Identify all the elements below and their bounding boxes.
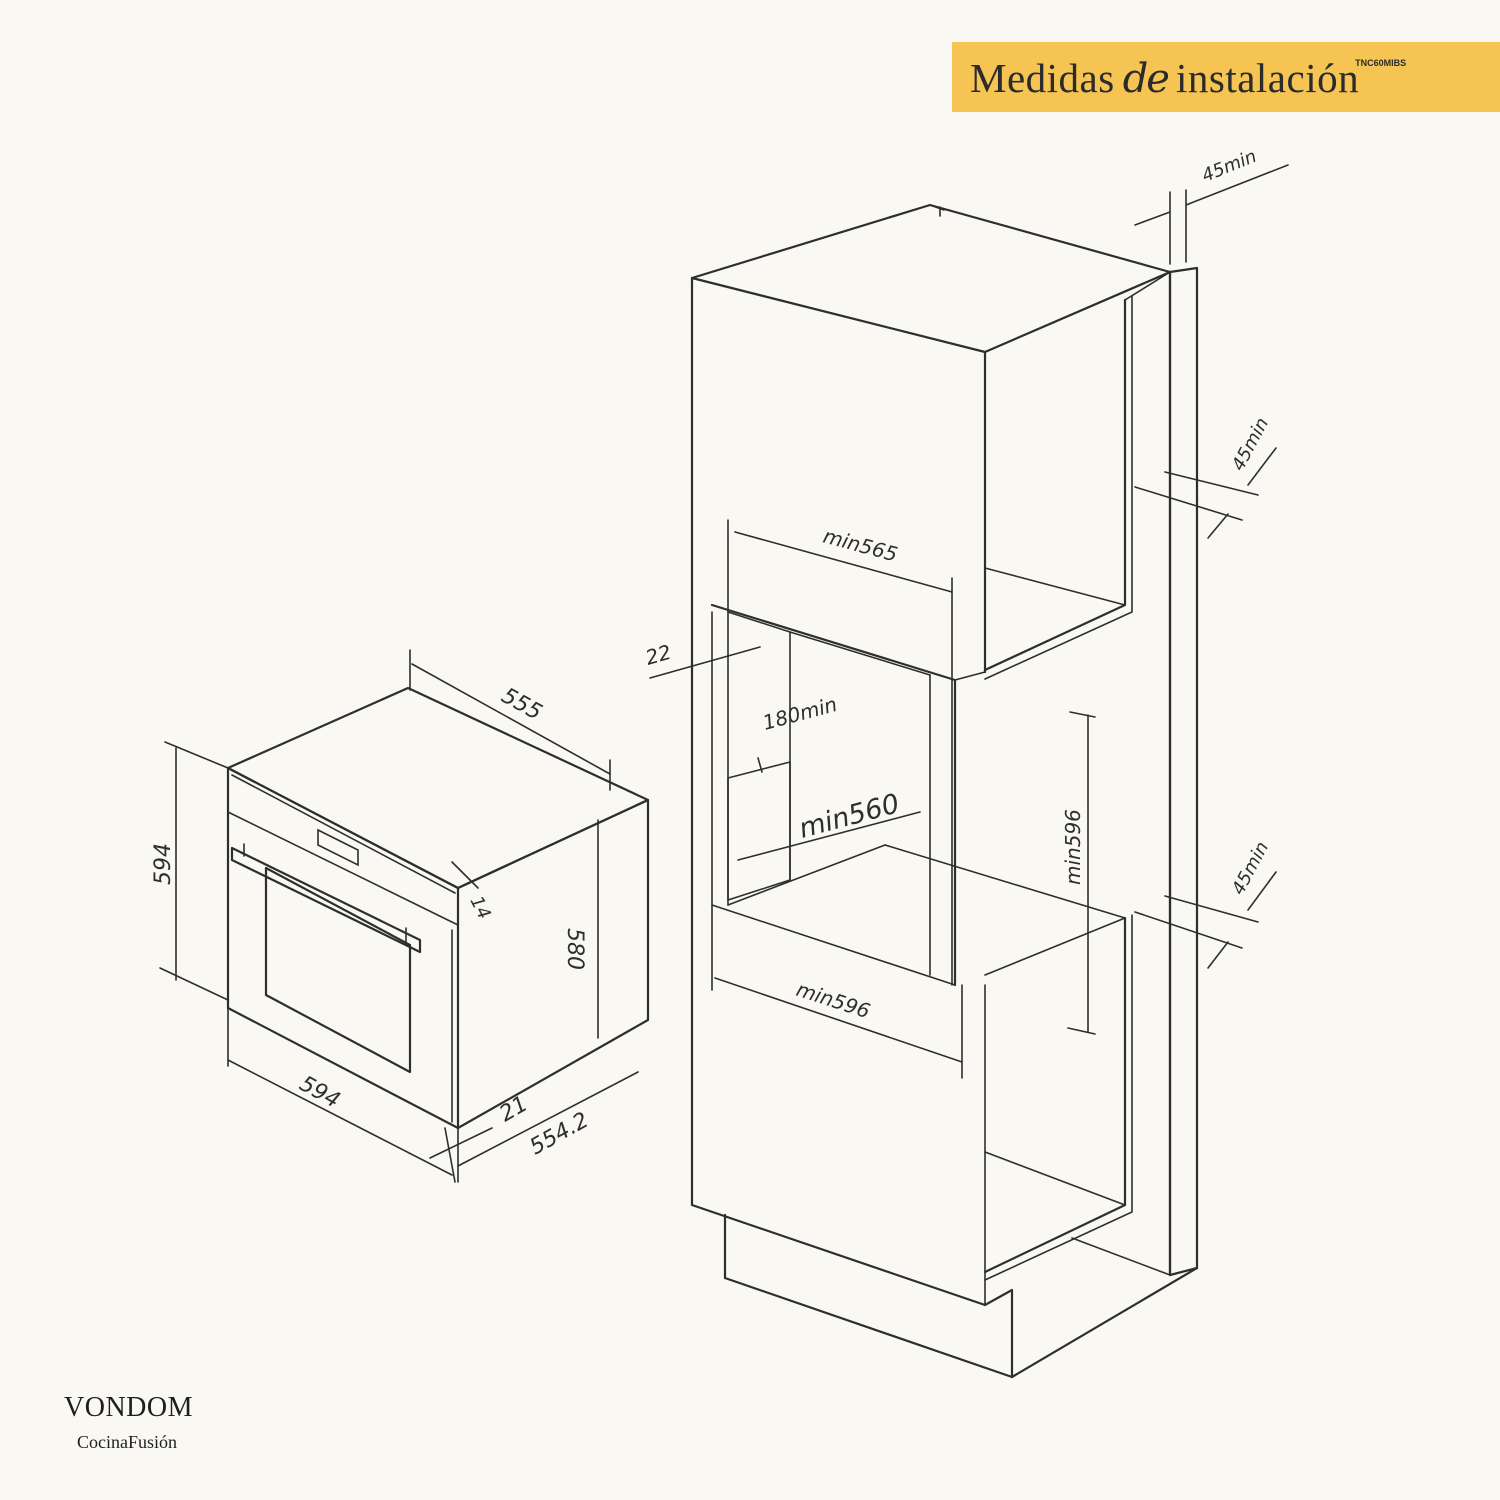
dim-front-gap: 14 [466,893,495,923]
brand-logo: VONDOM CocinaFusión [64,1392,193,1453]
cabinet-top-face [690,203,1172,354]
dim-side-offset: 22 [643,640,674,670]
brand-subtitle: CocinaFusión [77,1432,178,1452]
cabinet-side-panel [1168,266,1199,1277]
oven-display [317,828,359,867]
model-code: TNC60MIBS [1355,58,1407,68]
dim-inner-depth: min560 [796,788,903,844]
oven-top-face [226,686,650,890]
dim-depth-body: 554.2 [526,1108,593,1160]
lower-compartment [983,916,1127,1274]
vent-block [727,760,791,902]
oven-handle [230,846,422,954]
dim-side-gap-lower: 45min [1228,838,1273,898]
dim-side-gap-upper: 45min [1228,414,1273,474]
cabinet-dimension-lines: 45min 45min 45min min565 22 180min min56… [643,146,1289,1079]
title-instalacion: instalación [1175,55,1360,101]
oven-drawing [226,686,650,1130]
title-de: de [1122,56,1170,102]
dim-niche-height: min596 [1061,809,1085,885]
dim-inner-width-top: min565 [821,524,901,567]
oven-side-face [456,798,650,1130]
oven-window [264,866,412,1074]
dim-height-body: 580 [562,928,587,970]
dim-door-thickness: 21 [496,1092,533,1128]
dim-niche-width: min596 [793,977,873,1023]
niche-opening [710,603,957,987]
control-panel-edge [227,811,459,926]
cabinet-plinth [723,1213,1014,1379]
upper-compartment [983,298,1127,672]
dim-vent-height: 180min [760,692,840,735]
dim-height-left: 594 [151,843,176,885]
oven-front-frame [226,766,460,1130]
oven-dimension-lines: 555 594 14 580 594 21 554.2 [151,649,639,1183]
cabinet-front-left [690,276,987,1307]
cabinet-drawing [690,203,1199,1379]
brand-name: VONDOM [64,1392,193,1423]
title-medidas: Medidas [970,55,1115,101]
dim-depth-top: 555 [497,683,546,725]
